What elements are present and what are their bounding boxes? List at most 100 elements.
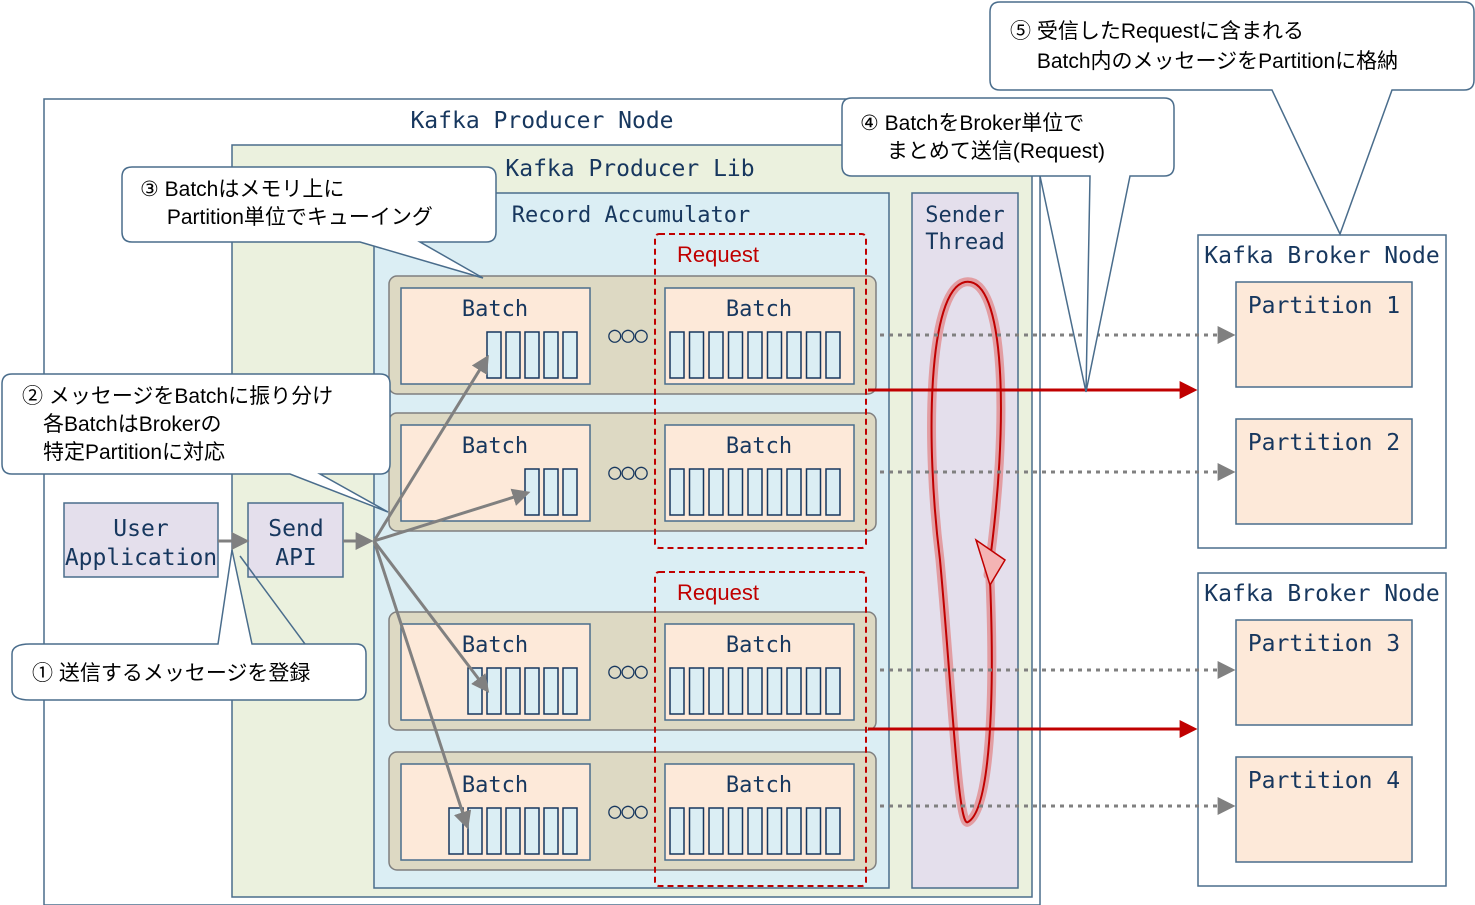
message-block — [747, 331, 763, 379]
callout-step3: ③ Batchはメモリ上に Partition単位でキューイング — [121, 166, 497, 279]
message-block — [486, 667, 502, 715]
batch-label: Batch — [726, 773, 792, 798]
message-block — [825, 667, 841, 715]
message-block — [486, 807, 502, 855]
message-block — [543, 807, 559, 855]
message-block — [786, 667, 802, 715]
message-block — [805, 807, 822, 855]
batch-box: Batch — [400, 623, 591, 721]
callout-step3-line-2: Partition単位でキューイング — [140, 206, 433, 229]
message-block — [562, 468, 578, 516]
message-block — [766, 331, 783, 379]
message-block — [747, 807, 763, 855]
user-application-box: User Application — [63, 502, 219, 578]
flow-lines — [868, 326, 1236, 815]
sender-thread-label-1: Sender — [925, 203, 1004, 228]
batch-box: Batch — [664, 623, 855, 721]
dispatch-arrows — [218, 354, 531, 830]
batch-label: Batch — [462, 434, 528, 459]
callout-step5: ⑤ 受信したRequestに含まれる Batch内のメッセージをPartitio… — [989, 1, 1475, 236]
message-block — [505, 807, 521, 855]
ellipsis-dots: ○○○ — [608, 323, 648, 348]
batch-box: Batch — [664, 287, 855, 385]
batch-label: Batch — [462, 297, 528, 322]
batch-box: Batch — [400, 424, 591, 522]
message-block — [766, 667, 783, 715]
message-block — [708, 468, 724, 516]
message-block — [766, 807, 783, 855]
queue-row: Batch ○○○ Batch — [388, 751, 877, 871]
request-group-2: Request — [654, 571, 867, 887]
callout-step1-line-1: ① 送信するメッセージを登録 — [32, 662, 310, 685]
callout-step5-line-1: ⑤ 受信したRequestに含まれる — [1010, 20, 1304, 43]
message-block — [805, 667, 822, 715]
message-block — [805, 331, 822, 379]
callout-step4-line-1: ④ BatchをBroker単位で — [860, 112, 1084, 135]
batch-label: Batch — [726, 297, 792, 322]
request-label-2: Request — [677, 580, 759, 605]
message-block — [786, 468, 802, 516]
message-block — [669, 331, 685, 379]
message-block — [448, 807, 464, 855]
sender-thread: Sender Thread — [911, 192, 1019, 889]
message-block — [562, 807, 578, 855]
message-block — [486, 331, 502, 379]
callout-step3-line-1: ③ Batchはメモリ上に — [140, 178, 344, 201]
batch-label: Batch — [726, 633, 792, 658]
arrow-dispatch-batch-3 — [372, 540, 490, 693]
queue-row: Batch ○○○ Batch — [388, 611, 877, 731]
message-block — [524, 807, 540, 855]
message-block — [688, 807, 705, 855]
batch-box: Batch — [664, 763, 855, 861]
message-block — [727, 331, 744, 379]
producer-lib-title: Kafka Producer Lib — [505, 156, 754, 182]
message-block — [747, 468, 763, 516]
message-block — [825, 468, 841, 516]
send-api-label-2: API — [275, 545, 317, 571]
callout-step2-line-1: ② メッセージをBatchに振り分け — [22, 385, 333, 408]
arrow-dispatch-batch-2 — [373, 488, 531, 543]
message-block — [708, 807, 724, 855]
broker-node-title: Kafka Broker Node — [1204, 581, 1439, 607]
broker-node-title: Kafka Broker Node — [1204, 243, 1439, 269]
message-block — [727, 468, 744, 516]
batch-label: Batch — [726, 434, 792, 459]
ellipsis-dots: ○○○ — [608, 799, 648, 824]
partition-label: Partition 2 — [1248, 430, 1400, 456]
record-accumulator-title: Record Accumulator — [512, 203, 750, 228]
partition-label: Partition 1 — [1248, 293, 1400, 319]
message-block — [727, 807, 744, 855]
send-api-box: Send API — [247, 502, 344, 578]
message-block — [825, 807, 841, 855]
ellipsis-dots: ○○○ — [608, 460, 648, 485]
message-block — [786, 331, 802, 379]
send-api-label-1: Send — [268, 516, 323, 542]
message-block — [467, 807, 483, 855]
batch-box: Batch — [400, 763, 591, 861]
callout-step2-line-2: 各BatchはBrokerの — [22, 413, 222, 436]
callout-step5-line-2: Batch内のメッセージをPartitionに格納 — [1010, 50, 1398, 73]
callout-step4: ④ BatchをBroker単位で まとめて送信(Request) — [841, 97, 1175, 393]
message-block — [543, 667, 559, 715]
message-block — [543, 331, 559, 379]
message-block — [708, 331, 724, 379]
callout-step1: ① 送信するメッセージを登録 — [11, 549, 367, 701]
sender-loop-icon — [927, 277, 1007, 827]
message-block — [688, 667, 705, 715]
batch-box: Batch — [664, 424, 855, 522]
message-block — [708, 667, 724, 715]
user-application-label-1: User — [113, 516, 168, 542]
message-block — [543, 468, 559, 516]
queue-row: Batch ○○○ Batch — [388, 412, 877, 532]
batch-box: Batch — [400, 287, 591, 385]
request-label-1: Request — [677, 242, 759, 267]
batch-label: Batch — [462, 633, 528, 658]
message-block — [766, 468, 783, 516]
ellipsis-dots: ○○○ — [608, 659, 648, 684]
message-block — [524, 331, 540, 379]
message-block — [727, 667, 744, 715]
partition-queues: Batch○○○BatchBatch○○○BatchBatch○○○BatchB… — [388, 275, 877, 871]
partition-box: Partition 2 — [1235, 418, 1413, 525]
